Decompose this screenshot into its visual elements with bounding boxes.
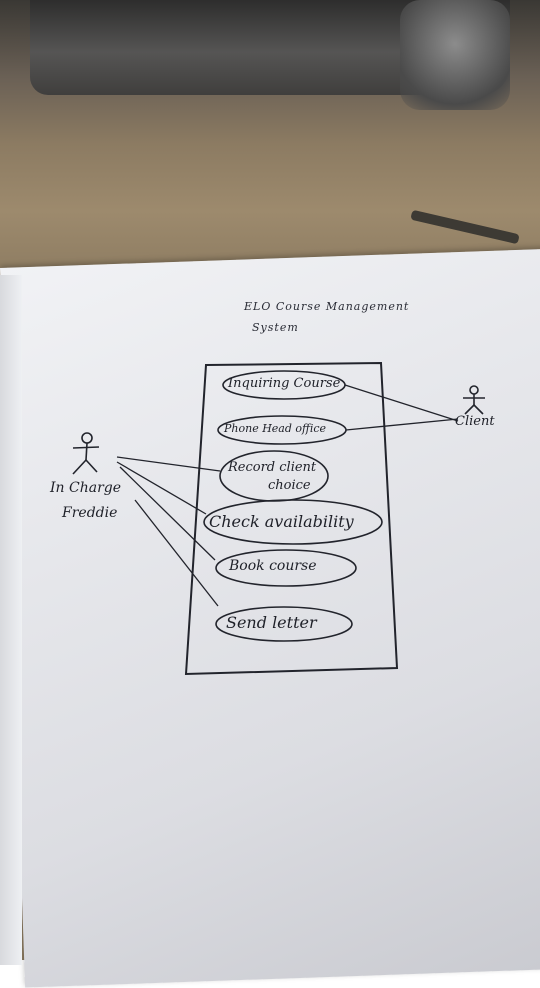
use-case-record-client-line2: choice — [268, 478, 311, 493]
actor-freddie-label: Freddie — [62, 505, 118, 521]
use-case-send-letter: Send letter — [226, 613, 317, 632]
in-charge-associations — [116, 456, 221, 607]
use-case-phone-head-office: Phone Head office — [224, 422, 327, 435]
use-case-ellipse-book — [215, 549, 357, 587]
laptop-corner — [400, 0, 510, 110]
diagram-title-line1: ELO Course Management — [244, 300, 410, 313]
actor-client-label: Client — [455, 414, 495, 429]
use-case-diagram — [72, 361, 485, 676]
system-boundary — [184, 361, 399, 676]
actor-client-figure — [463, 385, 485, 415]
actor-in-charge-label: In Charge — [50, 480, 122, 496]
use-case-inquiring-course: Inquiring Course — [228, 376, 341, 391]
use-case-ellipse-send — [215, 606, 353, 642]
use-case-ellipse-check — [203, 499, 383, 545]
use-case-book-course: Book course — [229, 558, 317, 574]
use-case-check-availability: Check availability — [209, 512, 354, 531]
use-case-record-client-line1: Record client — [228, 460, 317, 475]
client-associations — [344, 384, 459, 431]
diagram-title-line2: System — [252, 321, 299, 334]
paper-edge — [0, 275, 22, 965]
actor-in-charge-figure — [72, 432, 100, 475]
use-case-ellipse-record — [219, 450, 329, 502]
